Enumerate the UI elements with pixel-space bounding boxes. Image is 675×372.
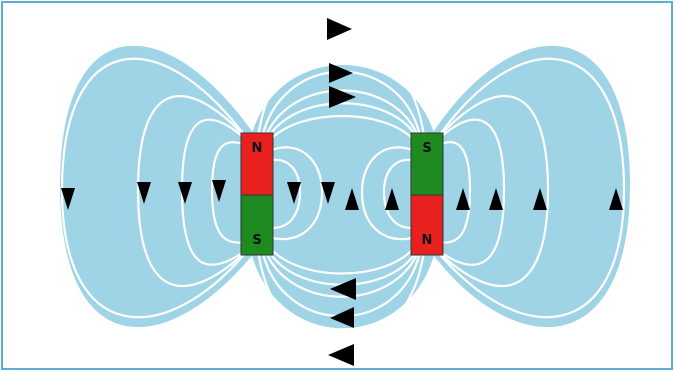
right-magnet-top-label: S [422, 141, 431, 156]
left-magnet-bottom-label: S [252, 233, 261, 248]
left-magnet-top-label: N [252, 141, 263, 156]
left-magnet: N S [241, 133, 273, 255]
right-magnet: S N [411, 133, 443, 255]
right-magnet-bottom-label: N [422, 233, 433, 248]
